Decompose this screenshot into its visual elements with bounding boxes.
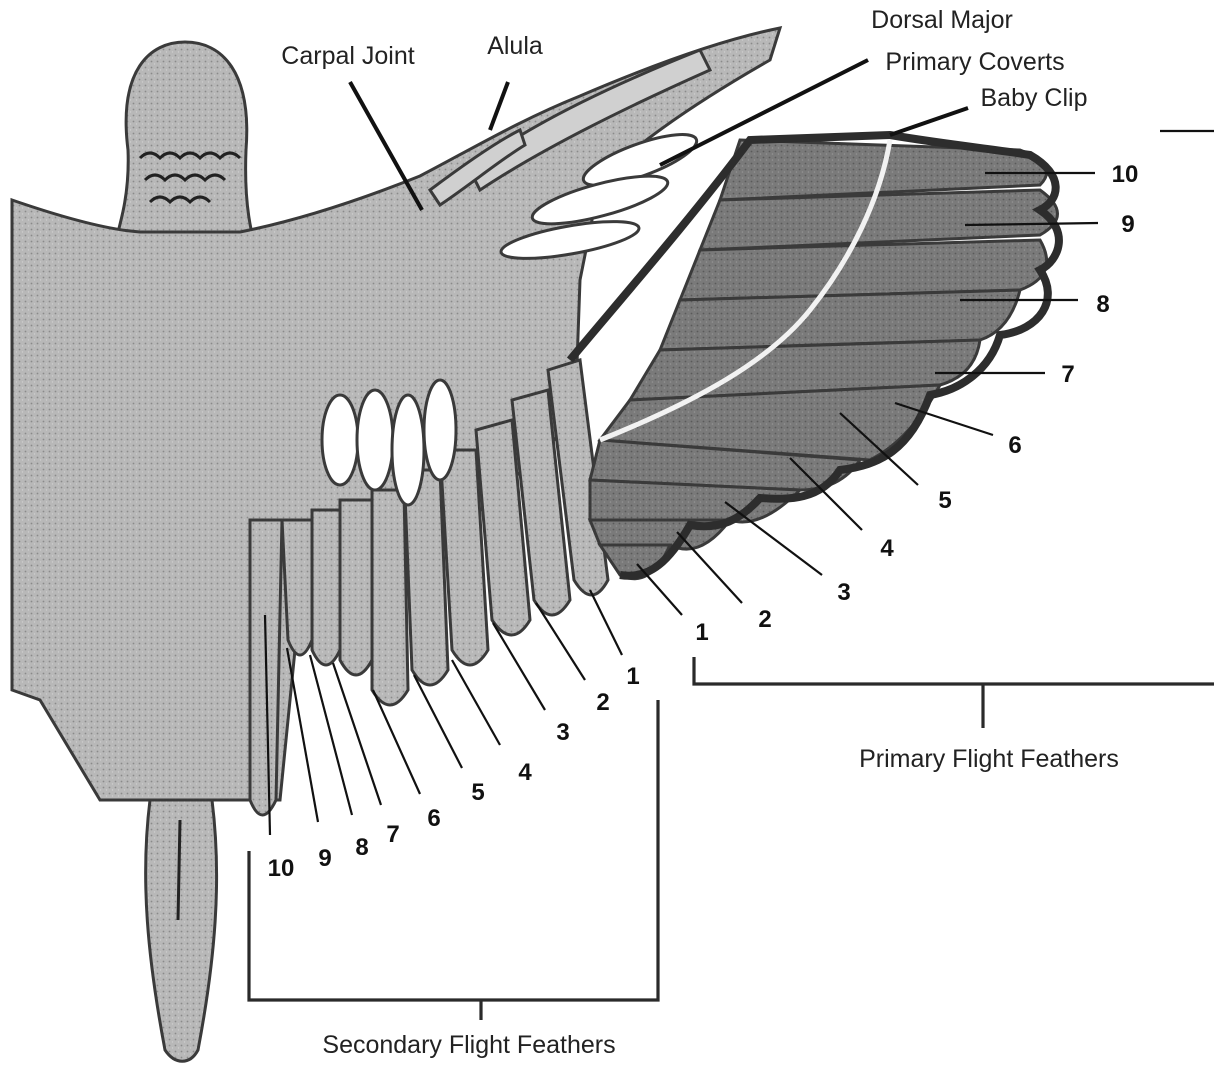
secondary-leader-8 (310, 655, 352, 815)
secondary-leader-3 (493, 623, 545, 710)
secondary-number-2: 2 (596, 689, 609, 716)
primary-leader-1 (637, 564, 682, 615)
label-secondary-flight-feathers: Secondary Flight Feathers (322, 1031, 615, 1059)
primary-number-1: 1 (695, 619, 708, 646)
secondary-leader-9 (287, 648, 318, 822)
secondary-leader-4 (452, 660, 500, 745)
label-primary-coverts: Primary Coverts (885, 48, 1064, 76)
label-carpal-joint: Carpal Joint (281, 42, 414, 70)
secondary-number-10: 10 (268, 855, 295, 882)
secondary-number-3: 3 (556, 719, 569, 746)
secondary-leader-2 (536, 603, 585, 680)
secondary-number-4: 4 (518, 759, 532, 786)
bird-wing-illustration (12, 28, 1059, 1061)
secondary-leader-1 (590, 590, 622, 655)
label-baby-clip: Baby Clip (981, 84, 1088, 112)
secondary-bracket (249, 700, 658, 1000)
leader-alula (490, 82, 508, 130)
secondary-leader-6 (373, 690, 420, 794)
secondary-number-5: 5 (471, 779, 484, 806)
secondary-leader-5 (414, 675, 462, 768)
primary-number-6: 6 (1008, 432, 1021, 459)
secondary-number-9: 9 (318, 845, 331, 872)
secondary-number-6: 6 (427, 805, 440, 832)
secondary-number-8: 8 (355, 834, 368, 861)
label-dorsal-major: Dorsal Major (871, 6, 1013, 34)
label-alula: Alula (487, 32, 543, 60)
bird-head (110, 42, 262, 262)
leader-baby-clip (890, 108, 968, 135)
secondary-number-7: 7 (386, 821, 399, 848)
primary-number-9: 9 (1121, 211, 1134, 238)
label-primary-flight-feathers: Primary Flight Feathers (859, 745, 1119, 773)
primary-number-8: 8 (1096, 291, 1109, 318)
primary-number-5: 5 (938, 487, 951, 514)
secondary-number-1: 1 (626, 663, 639, 690)
primary-number-10: 10 (1112, 161, 1139, 188)
primary-number-7: 7 (1061, 361, 1074, 388)
primary-number-2: 2 (758, 606, 771, 633)
primary-bracket (694, 657, 1214, 684)
primary-number-4: 4 (880, 535, 894, 562)
primary-number-3: 3 (837, 579, 850, 606)
